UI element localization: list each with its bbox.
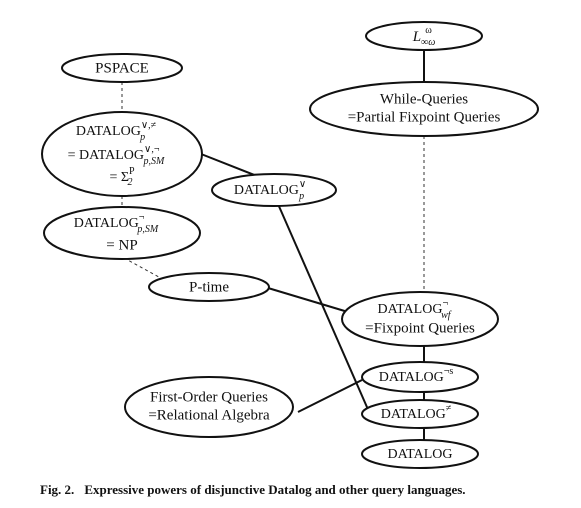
datalog-wf-base: DATALOG	[377, 302, 442, 317]
datalog-p-neq-line2-sup: ∨,¬	[144, 144, 160, 155]
datalog-p-neq-line3-sub: 2	[128, 177, 133, 188]
svg-text:DATALOG∨,≠p: DATALOG∨,≠p	[76, 120, 157, 143]
ptime-label: P-time	[189, 279, 229, 295]
edge-ptime-to-wf	[267, 287, 349, 313]
datalog-p-neq-base: DATALOG	[76, 124, 141, 139]
svg-text:DATALOG¬p,SM: DATALOG¬p,SM	[74, 212, 159, 235]
datalog-wf-sub: wf	[441, 310, 452, 321]
datalog-not-s-sup: ¬s	[444, 366, 454, 377]
datalog-p-or-sup: ∨	[299, 179, 306, 190]
datalog-wf-line2: =Fixpoint Queries	[365, 320, 475, 336]
datalog-p-neq-line3-sup: P	[129, 166, 135, 177]
first-order-line2: =Relational Algebra	[148, 407, 270, 423]
while-queries-line2: =Partial Fixpoint Queries	[348, 109, 501, 125]
l-inf-omega-sub: ∞ω	[421, 37, 435, 48]
svg-text:DATALOG¬s: DATALOG¬s	[379, 366, 454, 385]
svg-text:L∞ωω: L∞ωω	[412, 25, 436, 48]
edge-datalog-p-sm-to-ptime	[123, 257, 169, 283]
node-ptime: P-time	[148, 272, 270, 302]
node-datalog: DATALOG	[361, 439, 479, 469]
svg-text:DATALOG¬wf: DATALOG¬wf	[377, 298, 451, 321]
first-order-line1: First-Order Queries	[150, 389, 268, 405]
datalog-neq-base: DATALOG	[381, 407, 446, 422]
node-datalog-wf: DATALOG¬wf =Fixpoint Queries	[341, 291, 499, 347]
node-datalog-p-sm: DATALOG¬p,SM = NP	[43, 206, 201, 260]
datalog-p-neq-line3-prefix: = Σ	[109, 170, 129, 185]
datalog-p-sm-base: DATALOG	[74, 216, 139, 231]
datalog-p-or-base: DATALOG	[234, 183, 299, 198]
l-inf-omega-sup: ω	[425, 25, 432, 36]
edges	[121, 50, 425, 440]
datalog-not-s-base: DATALOG	[379, 370, 444, 385]
edge-datalog-p-or-to-datalog-neq	[277, 203, 371, 415]
node-pspace: PSPACE	[61, 53, 183, 83]
datalog-p-neq-sub: p	[139, 132, 145, 143]
datalog-p-sm-line2: = NP	[106, 237, 137, 253]
node-while-queries: While-Queries =Partial Fixpoint Queries	[309, 81, 539, 137]
node-first-order: First-Order Queries =Relational Algebra	[124, 376, 294, 438]
datalog-neq-sup: ≠	[446, 403, 452, 414]
datalog-p-sm-sub: p,SM	[136, 224, 159, 235]
pspace-label: PSPACE	[95, 60, 149, 76]
figure-caption-text: Expressive powers of disjunctive Datalog…	[84, 482, 466, 497]
svg-text:DATALOG∨p: DATALOG∨p	[234, 179, 306, 202]
figure-label: Fig. 2.	[40, 482, 75, 497]
datalog-p-neq-line2-sub: p,SM	[143, 156, 166, 167]
svg-text:= ΣP2: = ΣP2	[109, 166, 135, 188]
datalog-wf-sup: ¬	[442, 298, 448, 309]
svg-text:= DATALOG∨,¬p,SM: = DATALOG∨,¬p,SM	[68, 144, 165, 167]
figure-caption: Fig. 2. Expressive powers of disjunctive …	[40, 482, 466, 498]
node-datalog-not-s: DATALOG¬s	[361, 361, 479, 393]
edge-datalog-p-neq-to-datalog-p-or	[195, 151, 263, 179]
datalog-p-neq-line2-prefix: = DATALOG	[68, 148, 144, 163]
node-datalog-p-or: DATALOG∨p	[211, 173, 337, 207]
node-datalog-neq: DATALOG≠	[361, 399, 479, 429]
l-inf-omega-base: L	[412, 29, 421, 45]
node-l-inf-omega: L∞ωω	[365, 21, 483, 51]
edge-first-order-to-not-s	[297, 379, 363, 413]
while-queries-line1: While-Queries	[380, 91, 468, 107]
datalog-p-neq-sup: ∨,≠	[141, 120, 157, 131]
datalog-p-or-sub: p	[298, 191, 304, 202]
datalog-label: DATALOG	[388, 447, 453, 462]
svg-text:DATALOG≠: DATALOG≠	[381, 403, 452, 422]
datalog-p-sm-sup: ¬	[139, 212, 145, 223]
